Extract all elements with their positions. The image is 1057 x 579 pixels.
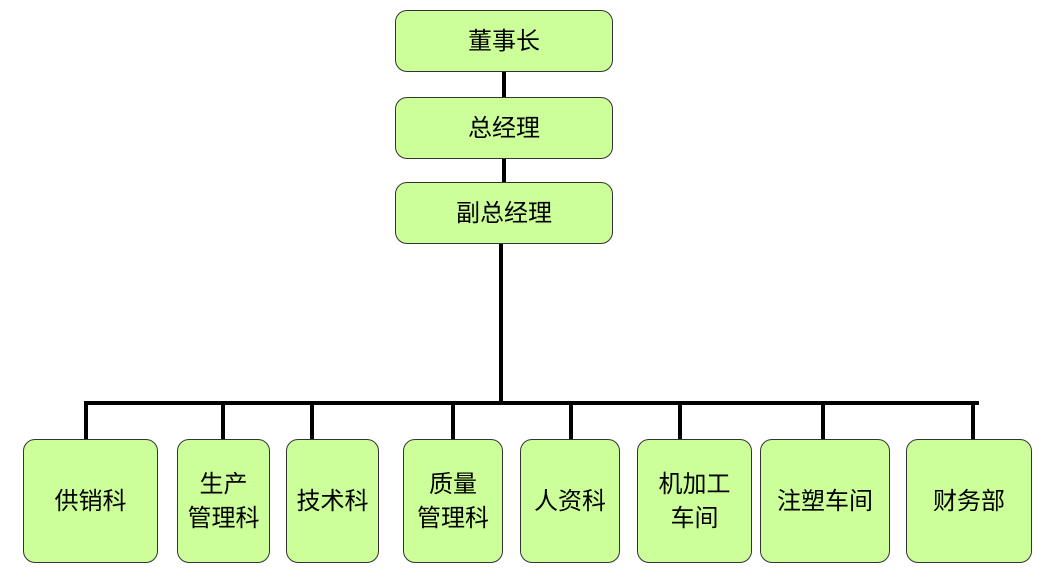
- department-node-machining-workshop: 机加工 车间: [637, 439, 752, 563]
- connector-drop-2: [221, 401, 225, 440]
- department-label: 技术科: [296, 487, 369, 515]
- connector-drop-3: [310, 401, 314, 440]
- department-node-injection-molding-workshop: 注塑车间: [760, 439, 890, 563]
- connector-gm-deputy: [502, 158, 506, 183]
- department-label-line-2: 管理科: [187, 504, 260, 532]
- connector-deputy-bus: [499, 243, 503, 403]
- department-node-quality-management: 质量 管理科: [403, 439, 503, 563]
- department-node-sales-supply: 供销科: [23, 439, 158, 563]
- general-manager-label: 总经理: [468, 114, 540, 142]
- department-label-line-1: 质量: [429, 470, 477, 498]
- department-label: 注塑车间: [777, 487, 873, 515]
- department-label-line-2: 管理科: [417, 504, 489, 532]
- connector-chairman-gm: [502, 71, 506, 98]
- connector-drop-5: [569, 401, 573, 440]
- connector-drop-1: [84, 401, 88, 440]
- department-node-technology: 技术科: [286, 439, 379, 563]
- connector-drop-8: [971, 401, 975, 440]
- general-manager-node: 总经理: [395, 97, 613, 159]
- department-node-finance: 财务部: [906, 439, 1032, 563]
- chairman-label: 董事长: [468, 27, 540, 55]
- department-label: 财务部: [933, 487, 1005, 515]
- department-label-line-1: 生产: [199, 470, 248, 498]
- department-node-human-resources: 人资科: [520, 439, 620, 563]
- department-label: 人资科: [534, 487, 606, 515]
- deputy-general-manager-node: 副总经理: [395, 182, 613, 244]
- department-label-line-1: 机加工: [658, 470, 731, 498]
- department-node-production-management: 生产 管理科: [177, 439, 270, 563]
- deputy-general-manager-label: 副总经理: [456, 199, 552, 227]
- department-label: 供销科: [54, 487, 127, 515]
- connector-drop-6: [678, 401, 682, 440]
- connector-horizontal-bus: [84, 401, 979, 405]
- connector-drop-7: [821, 401, 825, 440]
- chairman-node: 董事长: [395, 10, 613, 72]
- connector-drop-4: [451, 401, 455, 440]
- department-label-line-2: 车间: [670, 504, 719, 532]
